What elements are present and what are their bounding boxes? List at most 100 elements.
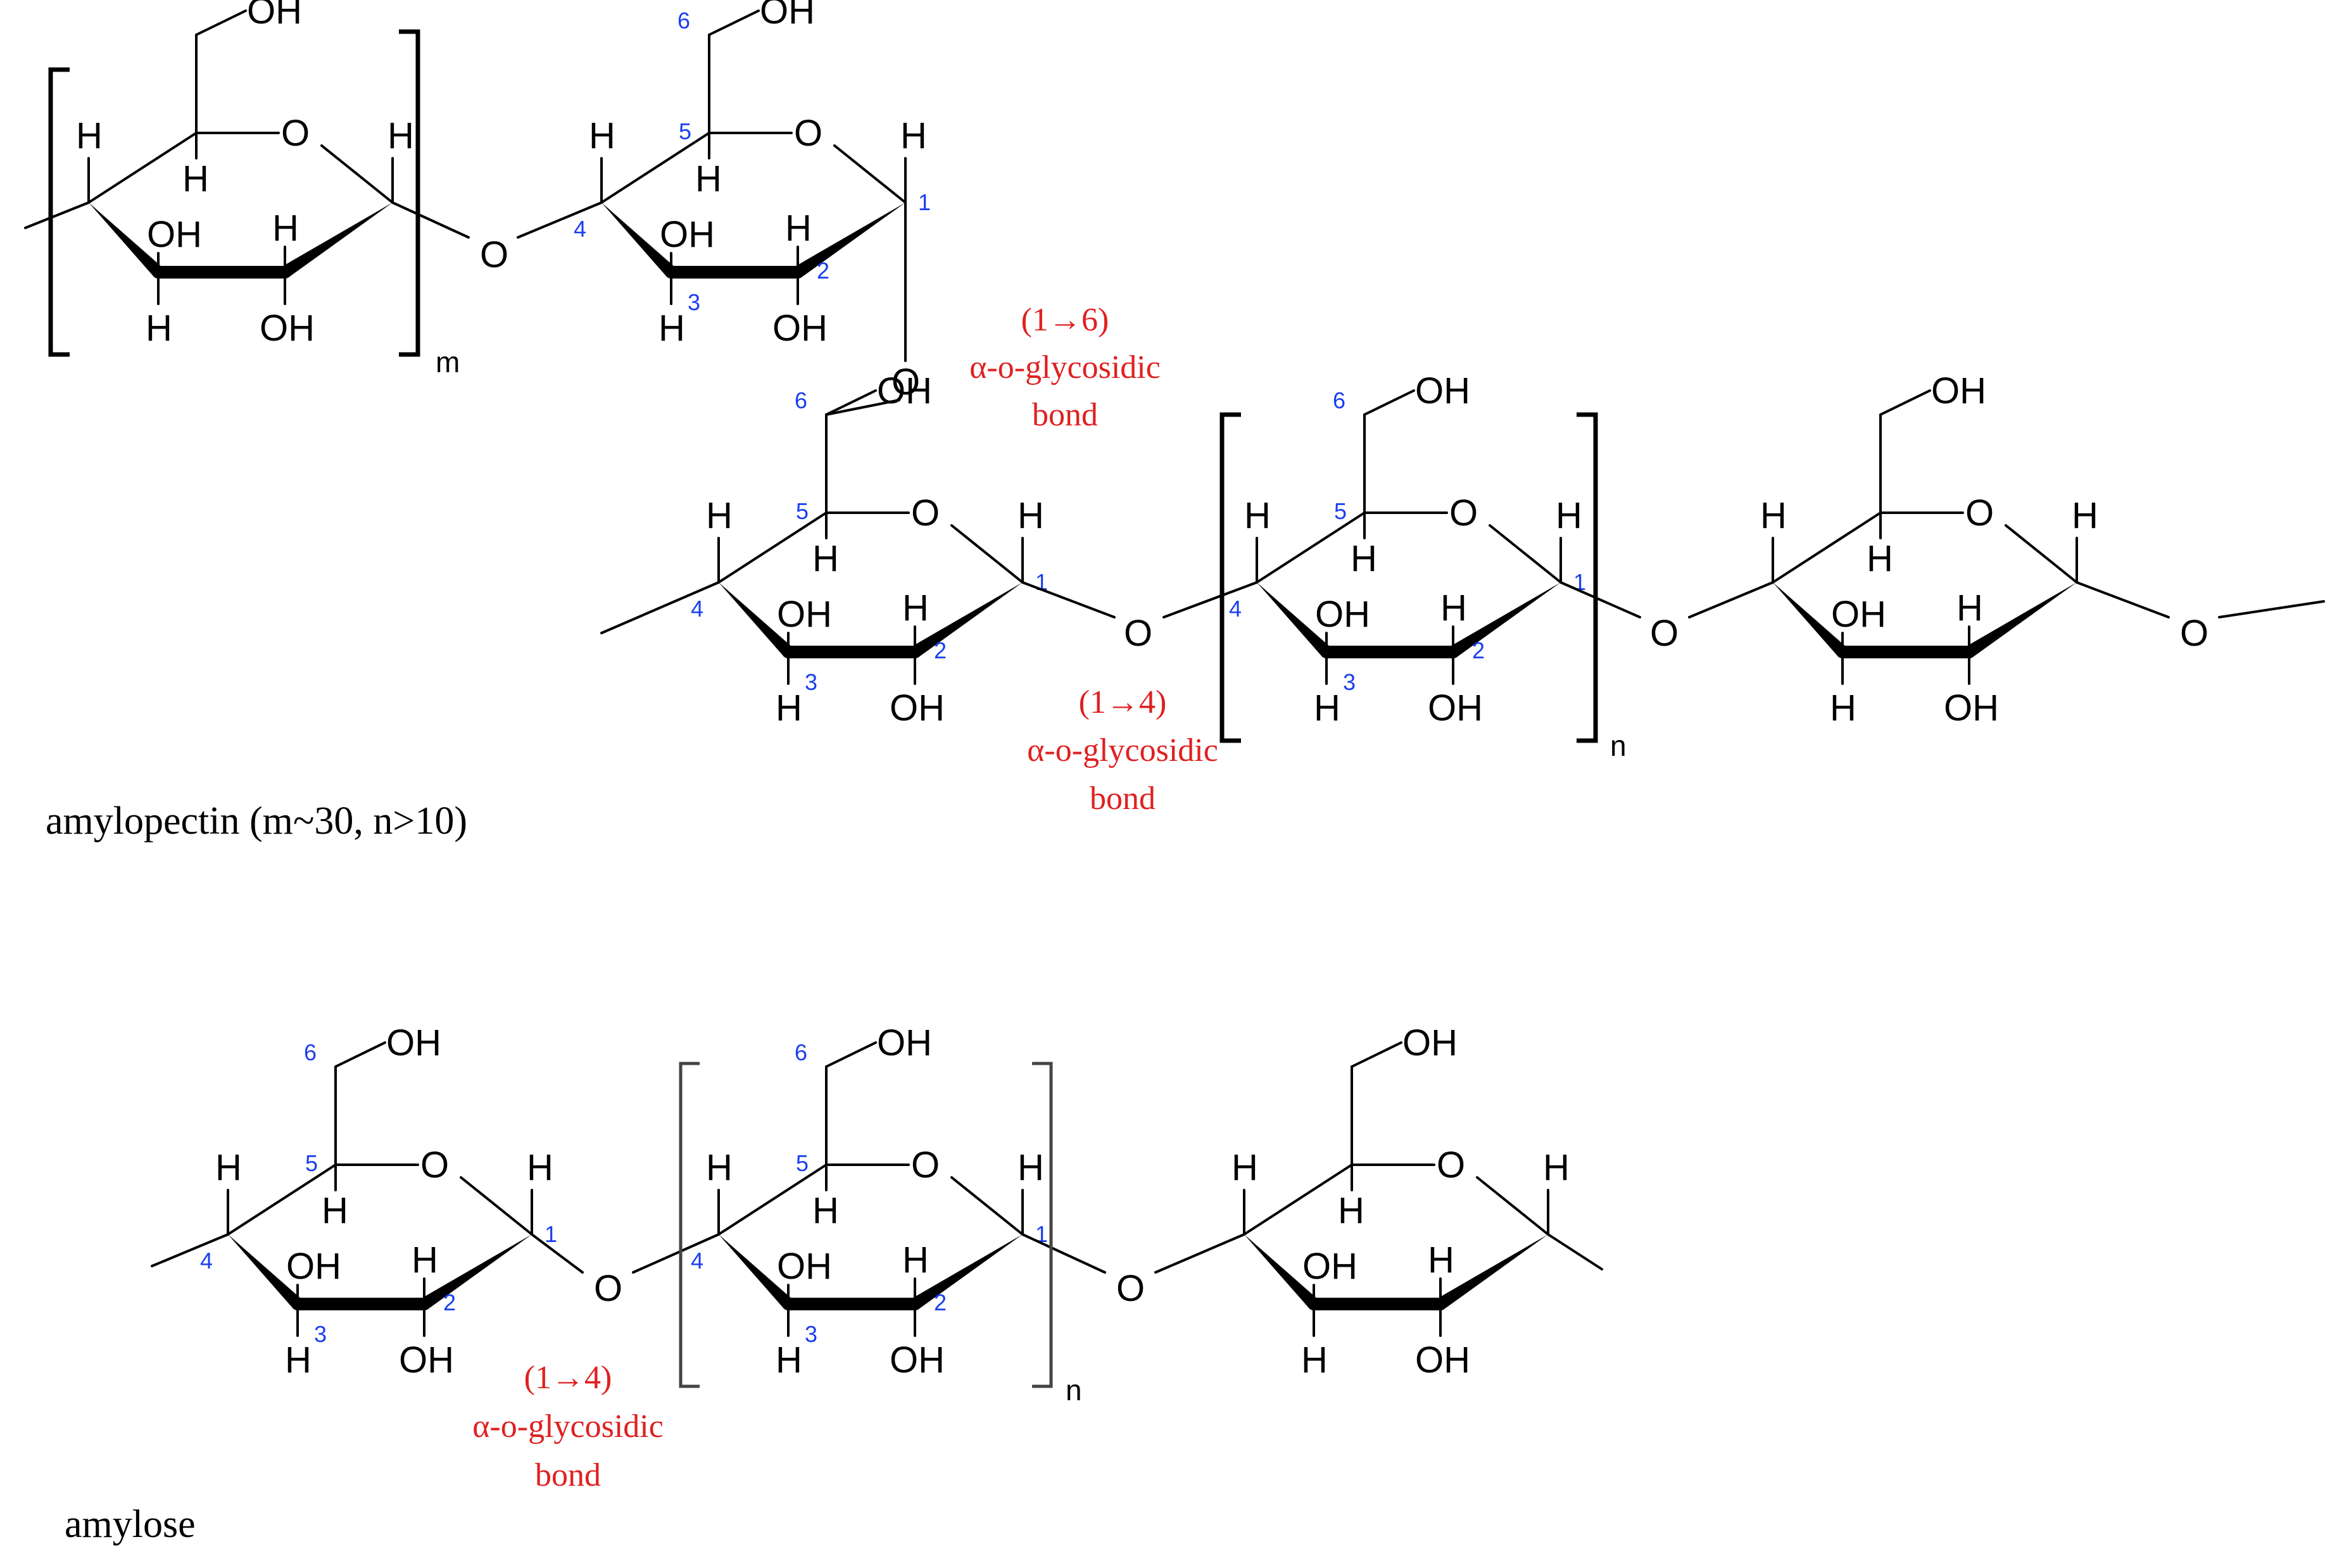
- ring-wedge-c1-c2: [911, 1234, 1023, 1310]
- c4-hydrogen: H: [215, 1147, 242, 1188]
- branch-bond-label: (1→6) α-o-glycosidic bond: [969, 302, 1161, 433]
- amylopectin-lower-bond-2: [1162, 581, 1258, 618]
- carbon-number-5: 5: [796, 498, 809, 524]
- branch-bridge-o: O: [891, 361, 920, 403]
- ring-wedge-c1-c2: [281, 203, 393, 278]
- carbon-number-6: 6: [1333, 387, 1345, 413]
- amylopectin-lower-bond-3: [1559, 581, 1641, 618]
- carbon-number-3: 3: [688, 289, 700, 315]
- c1-hydrogen: H: [387, 115, 414, 156]
- carbon-number-3: 3: [805, 669, 817, 695]
- ring-oxygen: O: [1449, 492, 1478, 534]
- amylopectin-lower-bond-4: [1688, 581, 1774, 618]
- c3-hydroxyl: OH: [777, 1246, 832, 1287]
- bracket-n-right: [1577, 412, 1598, 743]
- bracket-m-right: [399, 29, 420, 357]
- c4-hydrogen: H: [706, 495, 733, 536]
- c6-hydroxyl: OH: [1931, 370, 1986, 411]
- c3-hydrogen: H: [1301, 1339, 1328, 1381]
- ring-oxygen: O: [794, 113, 822, 154]
- c6-hydroxyl: OH: [386, 1022, 441, 1063]
- c3-hydrogen: H: [146, 308, 172, 349]
- ring-wedge-c4-c3: [719, 1234, 793, 1309]
- amylopectin-chain-bond-type: (1→4): [1079, 684, 1167, 720]
- amylose-bond-3: [1021, 1233, 1106, 1274]
- amylopectin-bridge-o-lower-2: O: [1650, 613, 1679, 654]
- amylopectin-chain-bond-word: bond: [1090, 781, 1156, 817]
- c5-hydrogen: H: [322, 1190, 348, 1231]
- carbon-number-5: 5: [305, 1150, 318, 1176]
- c2-hydroxyl: OH: [1944, 687, 1999, 729]
- bracket-amylose-left: [679, 1062, 700, 1388]
- carbon-number-6: 6: [795, 387, 807, 413]
- repeat-brackets: [48, 29, 1598, 1388]
- amylose-bond-2: [632, 1233, 720, 1274]
- ring-oxygen: O: [1437, 1145, 1465, 1186]
- subscript-n-amylose: n: [1066, 1374, 1082, 1407]
- bond-c6-o6: [334, 1041, 386, 1068]
- ring-wedge-c4-c3: [602, 203, 676, 277]
- ring-wedge-c4-c3: [228, 1234, 303, 1309]
- carbon-number-4: 4: [574, 216, 586, 242]
- ring-bond-o-c1: [950, 524, 1024, 584]
- ring-wedge-c1-c2: [911, 582, 1023, 658]
- carbon-number-5: 5: [1334, 498, 1347, 524]
- c2-hydrogen: H: [1956, 587, 1983, 629]
- c5-hydrogen: H: [182, 158, 209, 199]
- c2-hydrogen: H: [902, 587, 929, 629]
- ring-wedge-c1-c2: [1449, 582, 1561, 658]
- branch-bond-name: α-o-glycosidic: [969, 349, 1161, 386]
- amylose-caption: amylose: [65, 1503, 196, 1546]
- ring-wedge-c4-c3: [719, 582, 793, 657]
- c4-hydrogen: H: [589, 115, 615, 156]
- c3-hydroxyl: OH: [286, 1246, 341, 1287]
- carbon-number-4: 4: [691, 596, 703, 622]
- amylose-right-bond: [1547, 1233, 1603, 1270]
- ring-bond-c4-c5: [600, 132, 710, 204]
- ring-bond-o-c1: [460, 1176, 533, 1236]
- amylopectin-bond-o-to-c4: [517, 201, 603, 239]
- c5-hydrogen: H: [812, 538, 839, 579]
- subscript-m: m: [436, 346, 460, 379]
- c6-hydroxyl: OH: [760, 0, 815, 32]
- bond-c6-o6: [1363, 389, 1415, 416]
- ring-bond-c4-c5: [717, 511, 828, 584]
- c3-hydrogen: H: [658, 308, 685, 349]
- c1-hydrogen: H: [1556, 495, 1582, 536]
- c2-hydroxyl: OH: [1428, 687, 1483, 729]
- bond-c6-o6: [195, 9, 247, 36]
- carbon-number-5: 5: [679, 118, 691, 144]
- c3-hydroxyl: OH: [777, 594, 832, 635]
- ring-wedge-c4-c3: [89, 203, 163, 277]
- amylose-chain-bond-type: (1→4): [524, 1360, 612, 1396]
- ring-oxygen: O: [1965, 492, 1994, 534]
- carbon-number-3: 3: [314, 1321, 327, 1347]
- c1-hydrogen: H: [900, 115, 927, 156]
- c4-hydrogen: H: [706, 1147, 733, 1188]
- c2-hydrogen: H: [272, 208, 299, 249]
- branch-bond-word: bond: [1032, 397, 1098, 433]
- branch-bond-type: (1→6): [1021, 302, 1109, 338]
- c2-hydrogen: H: [1428, 1239, 1454, 1281]
- amylose-bond-1: [531, 1233, 584, 1274]
- c5-hydrogen: H: [1338, 1190, 1364, 1231]
- c3-hydroxyl: OH: [1302, 1246, 1357, 1287]
- bracket-amylose-right: [1032, 1062, 1053, 1388]
- carbon-number-5: 5: [796, 1150, 809, 1176]
- amylopectin-lower-bond-1: [1021, 581, 1116, 618]
- c6-hydroxyl: OH: [1415, 370, 1470, 411]
- c2-hydrogen: H: [412, 1239, 438, 1281]
- amylose-chain-bond-name: α-o-glycosidic: [472, 1408, 664, 1445]
- ring-bond-o-c1: [833, 144, 907, 204]
- c6-hydroxyl: OH: [877, 1022, 932, 1063]
- ring-oxygen: O: [911, 492, 940, 534]
- amylopectin-terminal-o: O: [2180, 613, 2208, 654]
- c1-hydrogen: H: [1543, 1147, 1570, 1188]
- ring-wedge-c1-c2: [420, 1234, 532, 1310]
- bond-c6-o6: [825, 1041, 877, 1068]
